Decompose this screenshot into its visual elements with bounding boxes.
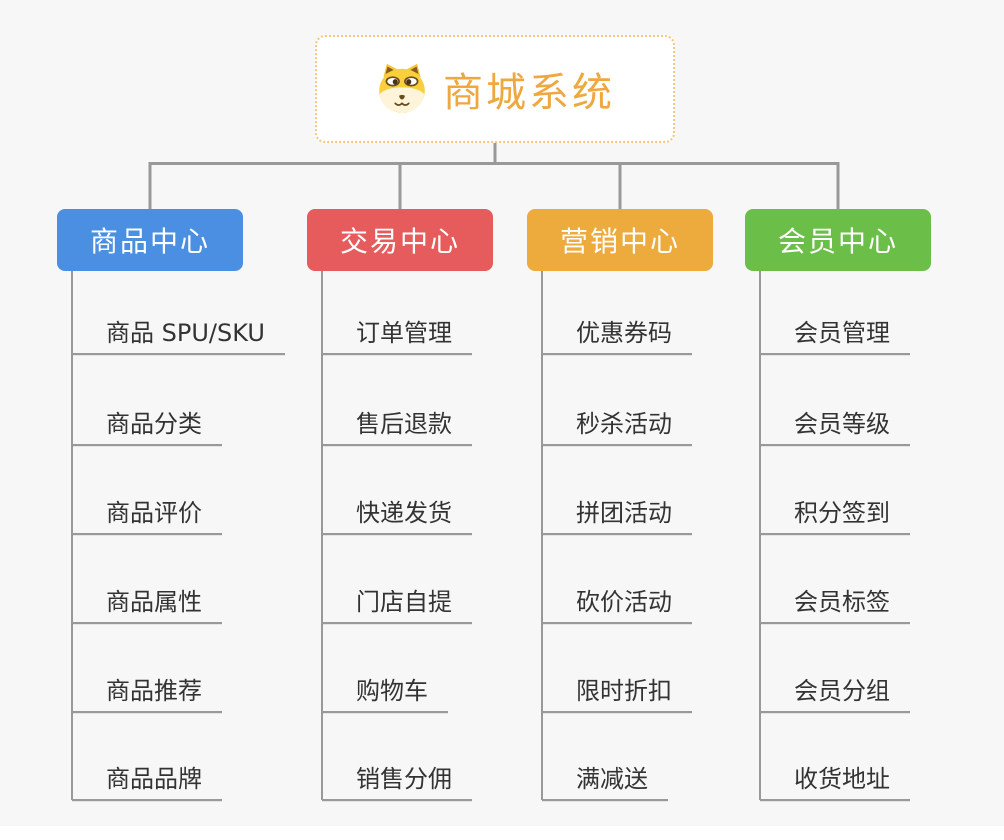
leaf-node[interactable]: 会员管理 [760,315,910,355]
root-title: 商城系统 [443,70,615,116]
leaf-node[interactable]: 积分签到 [760,495,910,535]
leaf-node[interactable]: 售后退款 [322,406,472,446]
leaf-node[interactable]: 快递发货 [322,495,472,535]
leaf-node[interactable]: 销售分佣 [322,761,472,801]
branch-header-marketing-center[interactable]: 营销中心 [527,209,713,271]
leaf-node[interactable]: 商品属性 [72,584,222,624]
leaf-node[interactable]: 购物车 [322,673,448,713]
leaf-node[interactable]: 满减送 [542,761,668,801]
leaf-node[interactable]: 砍价活动 [542,584,692,624]
canvas-bottom-edge [0,826,1004,840]
leaf-node[interactable]: 优惠券码 [542,315,692,355]
leaf-node[interactable]: 限时折扣 [542,673,692,713]
branch-header-member-center[interactable]: 会员中心 [745,209,931,271]
leaf-node[interactable]: 订单管理 [322,315,472,355]
leaf-node[interactable]: 会员等级 [760,406,910,446]
leaf-node[interactable]: 门店自提 [322,584,472,624]
leaf-node[interactable]: 会员分组 [760,673,910,713]
leaf-node[interactable]: 会员标签 [760,584,910,624]
leaf-node[interactable]: 商品 SPU/SKU [72,315,285,355]
leaf-node[interactable]: 拼团活动 [542,495,692,535]
leaf-node[interactable]: 收货地址 [760,761,910,801]
dog-mascot-icon [379,63,425,113]
leaf-node[interactable]: 商品品牌 [72,761,222,801]
leaf-node[interactable]: 商品分类 [72,406,222,446]
leaf-node[interactable]: 商品推荐 [72,673,222,713]
root-node[interactable]: 商城系统 [315,35,675,143]
leaf-node[interactable]: 商品评价 [72,495,222,535]
branch-header-trade-center[interactable]: 交易中心 [307,209,493,271]
branch-header-product-center[interactable]: 商品中心 [57,209,243,271]
leaf-node[interactable]: 秒杀活动 [542,406,692,446]
